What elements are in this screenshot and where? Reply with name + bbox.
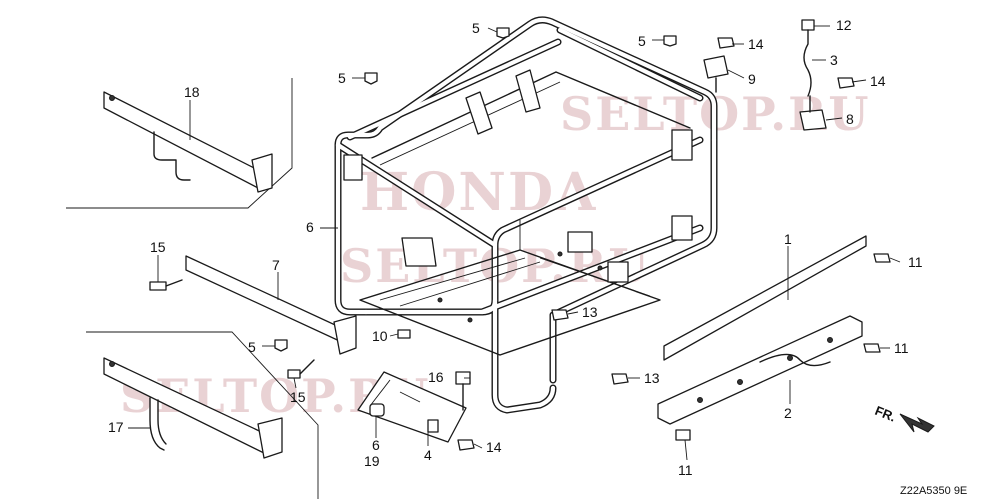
callout-11: 11 bbox=[908, 254, 923, 270]
callout-14: 14 bbox=[486, 439, 502, 455]
main-frame bbox=[334, 16, 718, 414]
callout-14: 14 bbox=[870, 73, 886, 89]
diagram-code: Z22A5350 9E bbox=[900, 485, 967, 497]
callout-1: 1 bbox=[784, 231, 792, 247]
callout-13: 13 bbox=[582, 304, 598, 320]
callout-17: 17 bbox=[108, 419, 124, 435]
front-direction-arrow bbox=[899, 413, 935, 433]
callout-4: 4 bbox=[424, 447, 432, 463]
part-11-bolts bbox=[675, 253, 891, 441]
front-direction-label: FR. bbox=[873, 403, 898, 425]
part-13-14-nuts bbox=[457, 37, 855, 451]
callout-2: 2 bbox=[784, 405, 792, 421]
callout-5: 5 bbox=[248, 339, 256, 355]
callout-6: 6 bbox=[372, 437, 380, 453]
callout-6: 6 bbox=[306, 219, 314, 235]
part-1-frame-bar bbox=[663, 235, 867, 361]
part-19-rubber-mount bbox=[369, 403, 385, 417]
callout-12: 12 bbox=[836, 17, 852, 33]
callout-10: 10 bbox=[372, 328, 388, 344]
part-2-frame-bar bbox=[657, 315, 863, 425]
part-5-caps bbox=[274, 27, 677, 352]
part-3-8-9-12-ground-assembly bbox=[703, 19, 827, 131]
callout-8: 8 bbox=[846, 111, 854, 127]
watermark-honda: HONDA bbox=[360, 162, 597, 223]
part-7-side-bar bbox=[185, 255, 357, 355]
callout-5: 5 bbox=[338, 70, 346, 86]
callout-5: 5 bbox=[638, 33, 646, 49]
part-18-support-bar bbox=[103, 91, 273, 193]
leader-lines bbox=[128, 25, 901, 461]
callout-5: 5 bbox=[472, 20, 480, 36]
callout-9: 9 bbox=[748, 71, 756, 87]
callout-14: 14 bbox=[748, 36, 764, 52]
callout-11: 11 bbox=[678, 462, 693, 478]
callout-13: 13 bbox=[644, 370, 660, 386]
callout-16: 16 bbox=[428, 369, 444, 385]
part-17-support-bar bbox=[103, 357, 283, 459]
callout-11: 11 bbox=[894, 340, 909, 356]
callout-18: 18 bbox=[184, 84, 200, 100]
callout-19: 19 bbox=[364, 453, 380, 469]
callout-labels: 5 5 5 5 14 9 12 3 14 8 11 11 11 1 2 13 1… bbox=[108, 17, 923, 478]
part-4-base-plate bbox=[357, 371, 467, 443]
callout-15: 15 bbox=[290, 389, 306, 405]
part-15-16-bolts bbox=[149, 279, 471, 411]
callout-15: 15 bbox=[150, 239, 166, 255]
callout-3: 3 bbox=[830, 52, 838, 68]
section-line-lower-left bbox=[86, 331, 319, 499]
callout-7: 7 bbox=[272, 257, 280, 273]
